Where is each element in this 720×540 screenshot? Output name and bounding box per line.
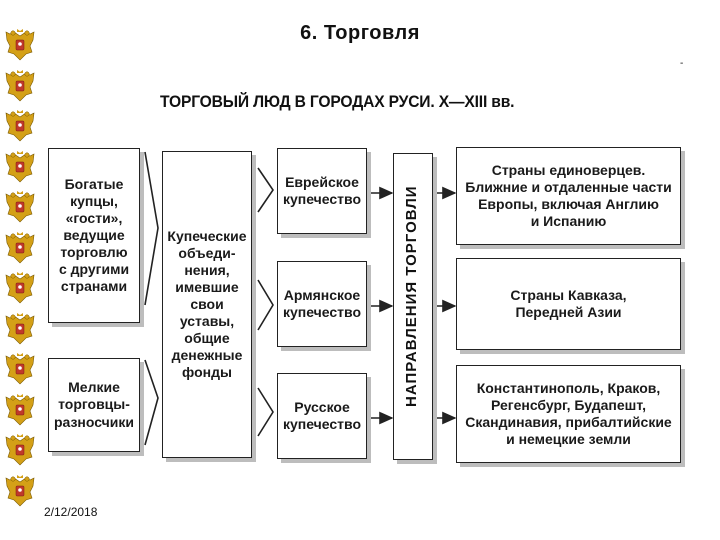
merchant-group-label: Армянское купечество xyxy=(282,286,362,320)
slide-date: 2/12/2018 xyxy=(44,505,98,519)
trader-label: Богатые купцы, «гости», ведущие торговлю… xyxy=(58,175,130,295)
double-headed-eagle-icon xyxy=(4,271,36,307)
destination-box-cities: Константинополь, Краков, Регенсбург, Буд… xyxy=(456,365,681,463)
eagle-decoration-strip xyxy=(0,28,40,518)
diagram-title: ТОРГОВЫЙ ЛЮД В ГОРОДАХ РУСИ. X—XIII вв. xyxy=(160,92,515,111)
trade-directions-box xyxy=(393,153,433,460)
destination-label: Страны Кавказа, Передней Азии xyxy=(510,286,627,320)
double-headed-eagle-icon xyxy=(4,150,36,186)
corner-mark: - xyxy=(680,58,684,69)
double-headed-eagle-icon xyxy=(4,190,36,226)
chevron-arrow-icon xyxy=(257,387,274,437)
destination-box-caucasus: Страны Кавказа, Передней Азии xyxy=(456,258,681,350)
merchant-group-box-armenian: Армянское купечество xyxy=(277,261,367,347)
chevron-arrow-icon xyxy=(144,151,159,306)
merchant-group-label: Еврейское купечество xyxy=(282,173,362,207)
double-headed-eagle-icon xyxy=(4,393,36,429)
double-headed-eagle-icon xyxy=(4,69,36,105)
chevron-arrow-icon xyxy=(257,167,274,213)
destination-label: Константинополь, Краков, Регенсбург, Буд… xyxy=(465,379,672,448)
associations-label: Купеческие объеди- нения, имевшие свои у… xyxy=(167,227,247,381)
trade-directions-label: НАПРАВЛЕНИЯ ТОРГОВЛИ xyxy=(403,185,420,407)
destination-box-europe: Страны единоверцев. Ближние и отдаленные… xyxy=(456,147,681,245)
double-headed-eagle-icon xyxy=(4,433,36,469)
double-headed-eagle-icon xyxy=(4,109,36,145)
double-headed-eagle-icon xyxy=(4,28,36,64)
merchant-group-box-jewish: Еврейское купечество xyxy=(277,148,367,234)
merchant-associations-box: Купеческие объеди- нения, имевшие свои у… xyxy=(162,151,252,458)
slide-title: 6. Торговля xyxy=(300,22,420,44)
trader-box-peddlers: Мелкие торговцы- разносчики xyxy=(48,358,140,452)
double-headed-eagle-icon xyxy=(4,352,36,388)
destination-label: Страны единоверцев. Ближние и отдаленные… xyxy=(465,161,672,230)
trader-box-rich-merchants: Богатые купцы, «гости», ведущие торговлю… xyxy=(48,148,140,323)
merchant-group-label: Русское купечество xyxy=(282,398,362,432)
chevron-arrow-icon xyxy=(144,359,159,446)
double-headed-eagle-icon xyxy=(4,474,36,510)
double-headed-eagle-icon xyxy=(4,231,36,267)
merchant-group-box-russian: Русское купечество xyxy=(277,373,367,459)
double-headed-eagle-icon xyxy=(4,312,36,348)
chevron-arrow-icon xyxy=(257,279,274,331)
trader-label: Мелкие торговцы- разносчики xyxy=(53,379,135,430)
